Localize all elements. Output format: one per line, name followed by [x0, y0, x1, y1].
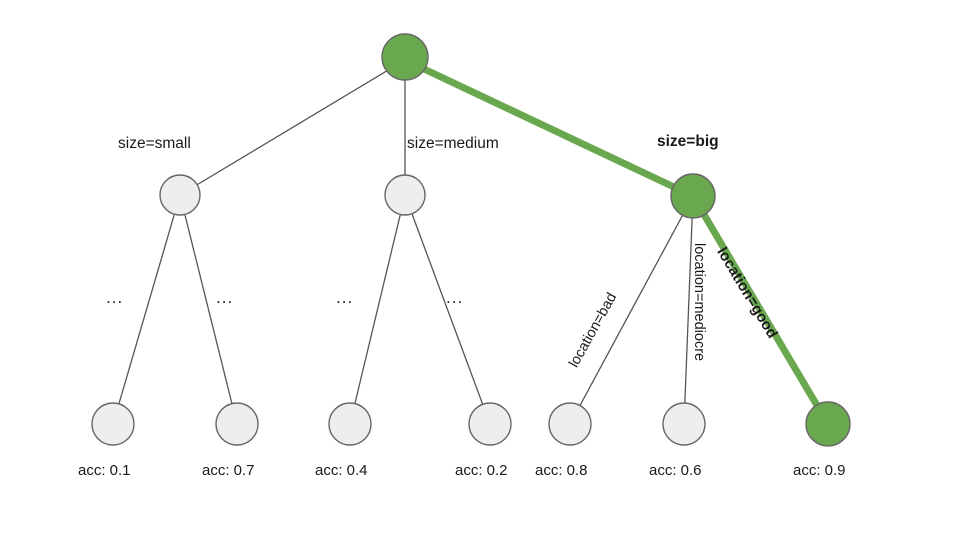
edge-root-to-big-highlight	[403, 56, 695, 200]
node-size-small[interactable]	[159, 174, 201, 216]
node-leaf-7[interactable]	[805, 401, 851, 447]
ellipsis-marker-1: ...	[106, 288, 124, 307]
edge-label-size-small: size=small	[118, 135, 191, 152]
node-size-medium[interactable]	[384, 174, 426, 216]
edge-big-to-leaf6	[683, 195, 694, 425]
edge-label-location-mediocre: location=mediocre	[691, 243, 707, 362]
edge-big-to-leaf7-highlight	[689, 194, 832, 426]
node-leaf-1[interactable]	[91, 402, 135, 446]
edge-root-to-small	[179, 59, 406, 196]
node-size-big[interactable]	[670, 173, 716, 219]
leaf-label-4: acc: 0.2	[455, 462, 508, 479]
node-leaf-3[interactable]	[328, 402, 372, 446]
node-leaf-5[interactable]	[548, 402, 592, 446]
edge-medium-to-leaf3	[349, 194, 406, 425]
leaf-label-6: acc: 0.6	[649, 462, 702, 479]
leaf-label-5: acc: 0.8	[535, 462, 588, 479]
leaf-label-2: acc: 0.7	[202, 462, 255, 479]
leaf-label-7: acc: 0.9	[793, 462, 846, 479]
ellipsis-marker-4: ...	[446, 288, 464, 307]
edge-big-to-leaf5	[569, 195, 694, 425]
node-leaf-4[interactable]	[468, 402, 512, 446]
node-leaf-2[interactable]	[215, 402, 259, 446]
edge-label-size-big: size=big	[657, 133, 719, 150]
edge-medium-to-leaf4	[404, 194, 491, 425]
edge-small-to-leaf2	[179, 194, 238, 425]
edge-label-size-medium: size=medium	[407, 135, 499, 152]
ellipsis-marker-3: ...	[336, 288, 354, 307]
node-root[interactable]	[381, 33, 429, 81]
edge-small-to-leaf1	[112, 194, 181, 425]
leaf-label-3: acc: 0.4	[315, 462, 368, 479]
node-leaf-6[interactable]	[662, 402, 706, 446]
leaf-label-1: acc: 0.1	[78, 462, 131, 479]
ellipsis-marker-2: ...	[216, 288, 234, 307]
